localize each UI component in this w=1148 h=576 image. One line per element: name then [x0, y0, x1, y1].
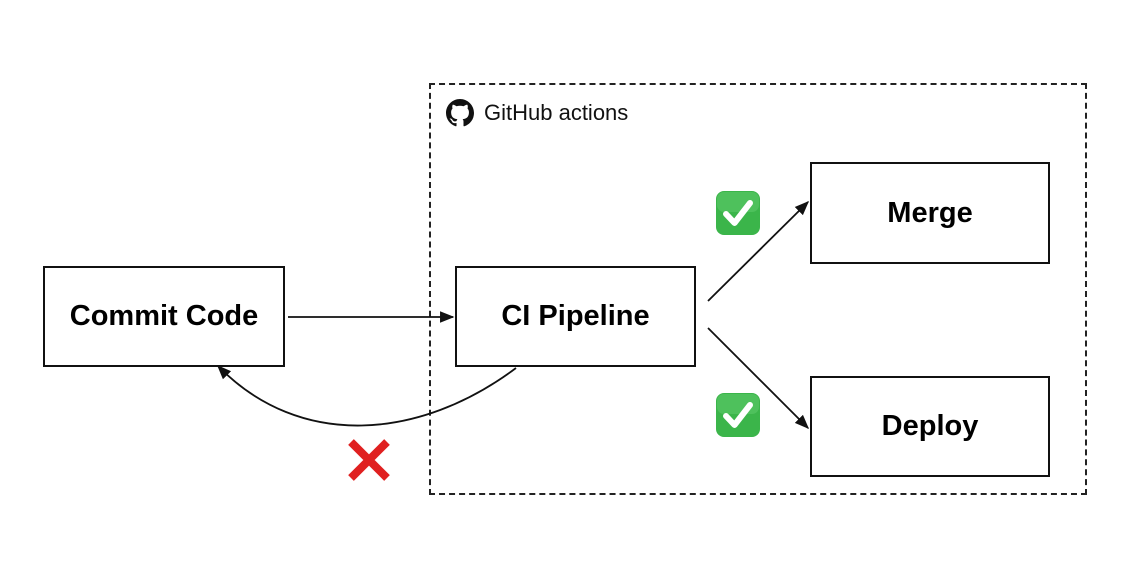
edge-ci-back-to-commit [216, 364, 517, 427]
node-merge-label: Merge [887, 196, 973, 229]
github-actions-label-text: GitHub actions [484, 100, 629, 125]
node-ci-pipeline: CI Pipeline [455, 266, 696, 367]
github-actions-group [429, 83, 1087, 495]
node-commit-code-label: Commit Code [69, 300, 259, 332]
node-ci-pipeline-label: CI Pipeline [501, 300, 650, 332]
node-merge: Merge [810, 162, 1050, 264]
cross-mark-icon [348, 439, 390, 481]
node-deploy: Deploy [810, 376, 1050, 477]
edge-ci-to-merge [707, 200, 810, 302]
github-actions-group-label: GitHub actions [446, 98, 628, 128]
node-deploy-label: Deploy [881, 410, 979, 442]
edge-ci-to-deploy [707, 327, 810, 430]
check-mark-icon [716, 393, 760, 437]
check-mark-icon [716, 191, 760, 235]
node-commit-code: Commit Code [43, 266, 285, 367]
github-icon [446, 99, 474, 127]
